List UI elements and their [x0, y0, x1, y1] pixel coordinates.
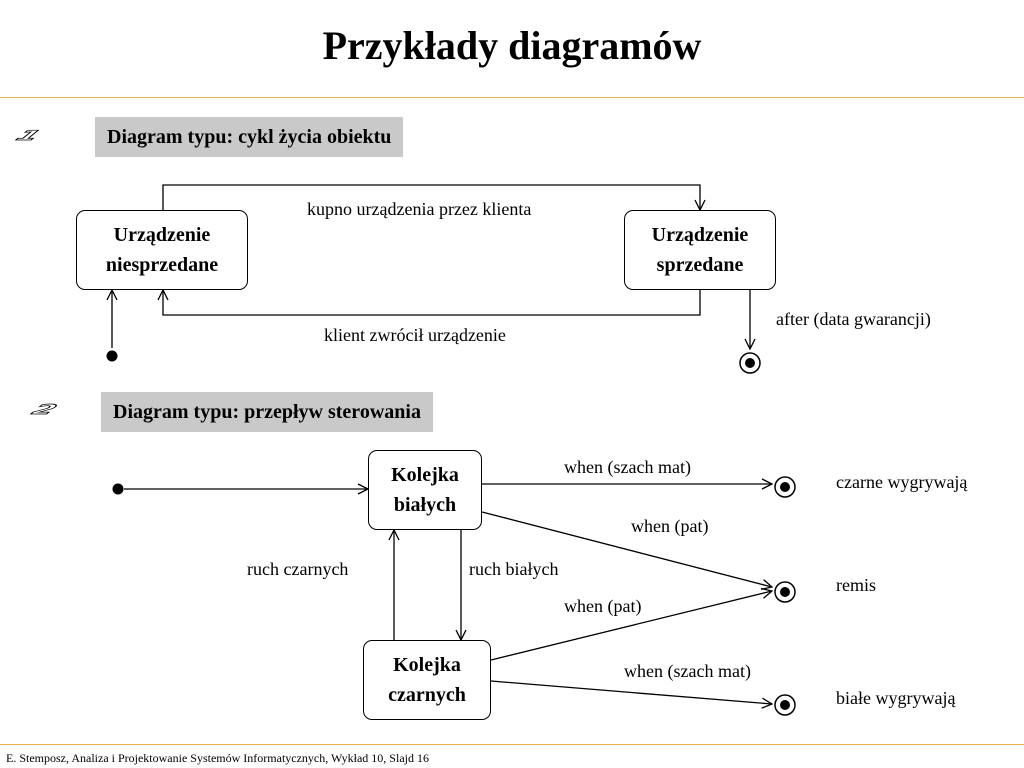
state-white-turn-line2: białych: [393, 494, 457, 516]
final-state-black-wins: [774, 476, 796, 498]
final-state-1: [739, 352, 761, 374]
transition-returned-arrow: [163, 290, 701, 316]
final-state-draw: [774, 581, 796, 603]
initial-state-2: [112, 483, 124, 495]
state-black-turn-line1: Kolejka: [393, 654, 461, 676]
state-black-turn-line2: czarnych: [388, 684, 466, 706]
state-unsold-line1: Urządzenie: [113, 224, 211, 246]
transition-purchase-label: kupno urządzenia przez klienta: [307, 199, 532, 219]
transition-returned-label: klient zwrócił urządzenie: [324, 325, 506, 345]
black-checkmate-label: when (szach mat): [624, 661, 751, 681]
white-checkmate-label: when (szach mat): [564, 457, 691, 477]
state-unsold-line2: niesprzedane: [105, 254, 219, 276]
state-white-turn: Kolejka białych: [368, 450, 482, 530]
state-unsold: Urządzenie niesprzedane: [76, 210, 248, 290]
state-white-turn-line1: Kolejka: [391, 464, 459, 486]
outcome-white-wins: białe wygrywają: [836, 688, 956, 708]
transition-after-label: after (data gwarancji): [776, 309, 931, 329]
black-checkmate-arrow: [490, 680, 772, 704]
state-sold: Urządzenie sprzedane: [624, 210, 776, 290]
footer-divider: [0, 744, 1024, 745]
black-move-label: ruch czarnych: [247, 559, 349, 579]
section-2-label: Diagram typu: przepływ sterowania: [101, 392, 433, 432]
white-stalemate-label: when (pat): [631, 516, 709, 536]
final-state-white-wins: [774, 694, 796, 716]
section-1-label: Diagram typu: cykl życia obiektu: [95, 117, 404, 157]
state-black-turn: Kolejka czarnych: [363, 640, 491, 720]
header-divider: [0, 97, 1024, 98]
footer-text: E. Stemposz, Analiza i Projektowanie Sys…: [6, 751, 429, 765]
page-title: Przykłady diagramów: [322, 23, 702, 68]
state-sold-line2: sprzedane: [656, 254, 744, 276]
black-stalemate-arrow: [490, 591, 772, 661]
white-stalemate-arrow: [481, 511, 772, 587]
white-move-label: ruch białych: [469, 559, 559, 579]
outcome-black-wins: czarne wygrywają: [836, 472, 968, 492]
outcome-draw: remis: [836, 575, 876, 595]
transition-purchase-arrow: [162, 184, 700, 210]
initial-state-1: [106, 350, 118, 362]
black-stalemate-label: when (pat): [564, 596, 642, 616]
state-sold-line1: Urządzenie: [651, 224, 749, 246]
